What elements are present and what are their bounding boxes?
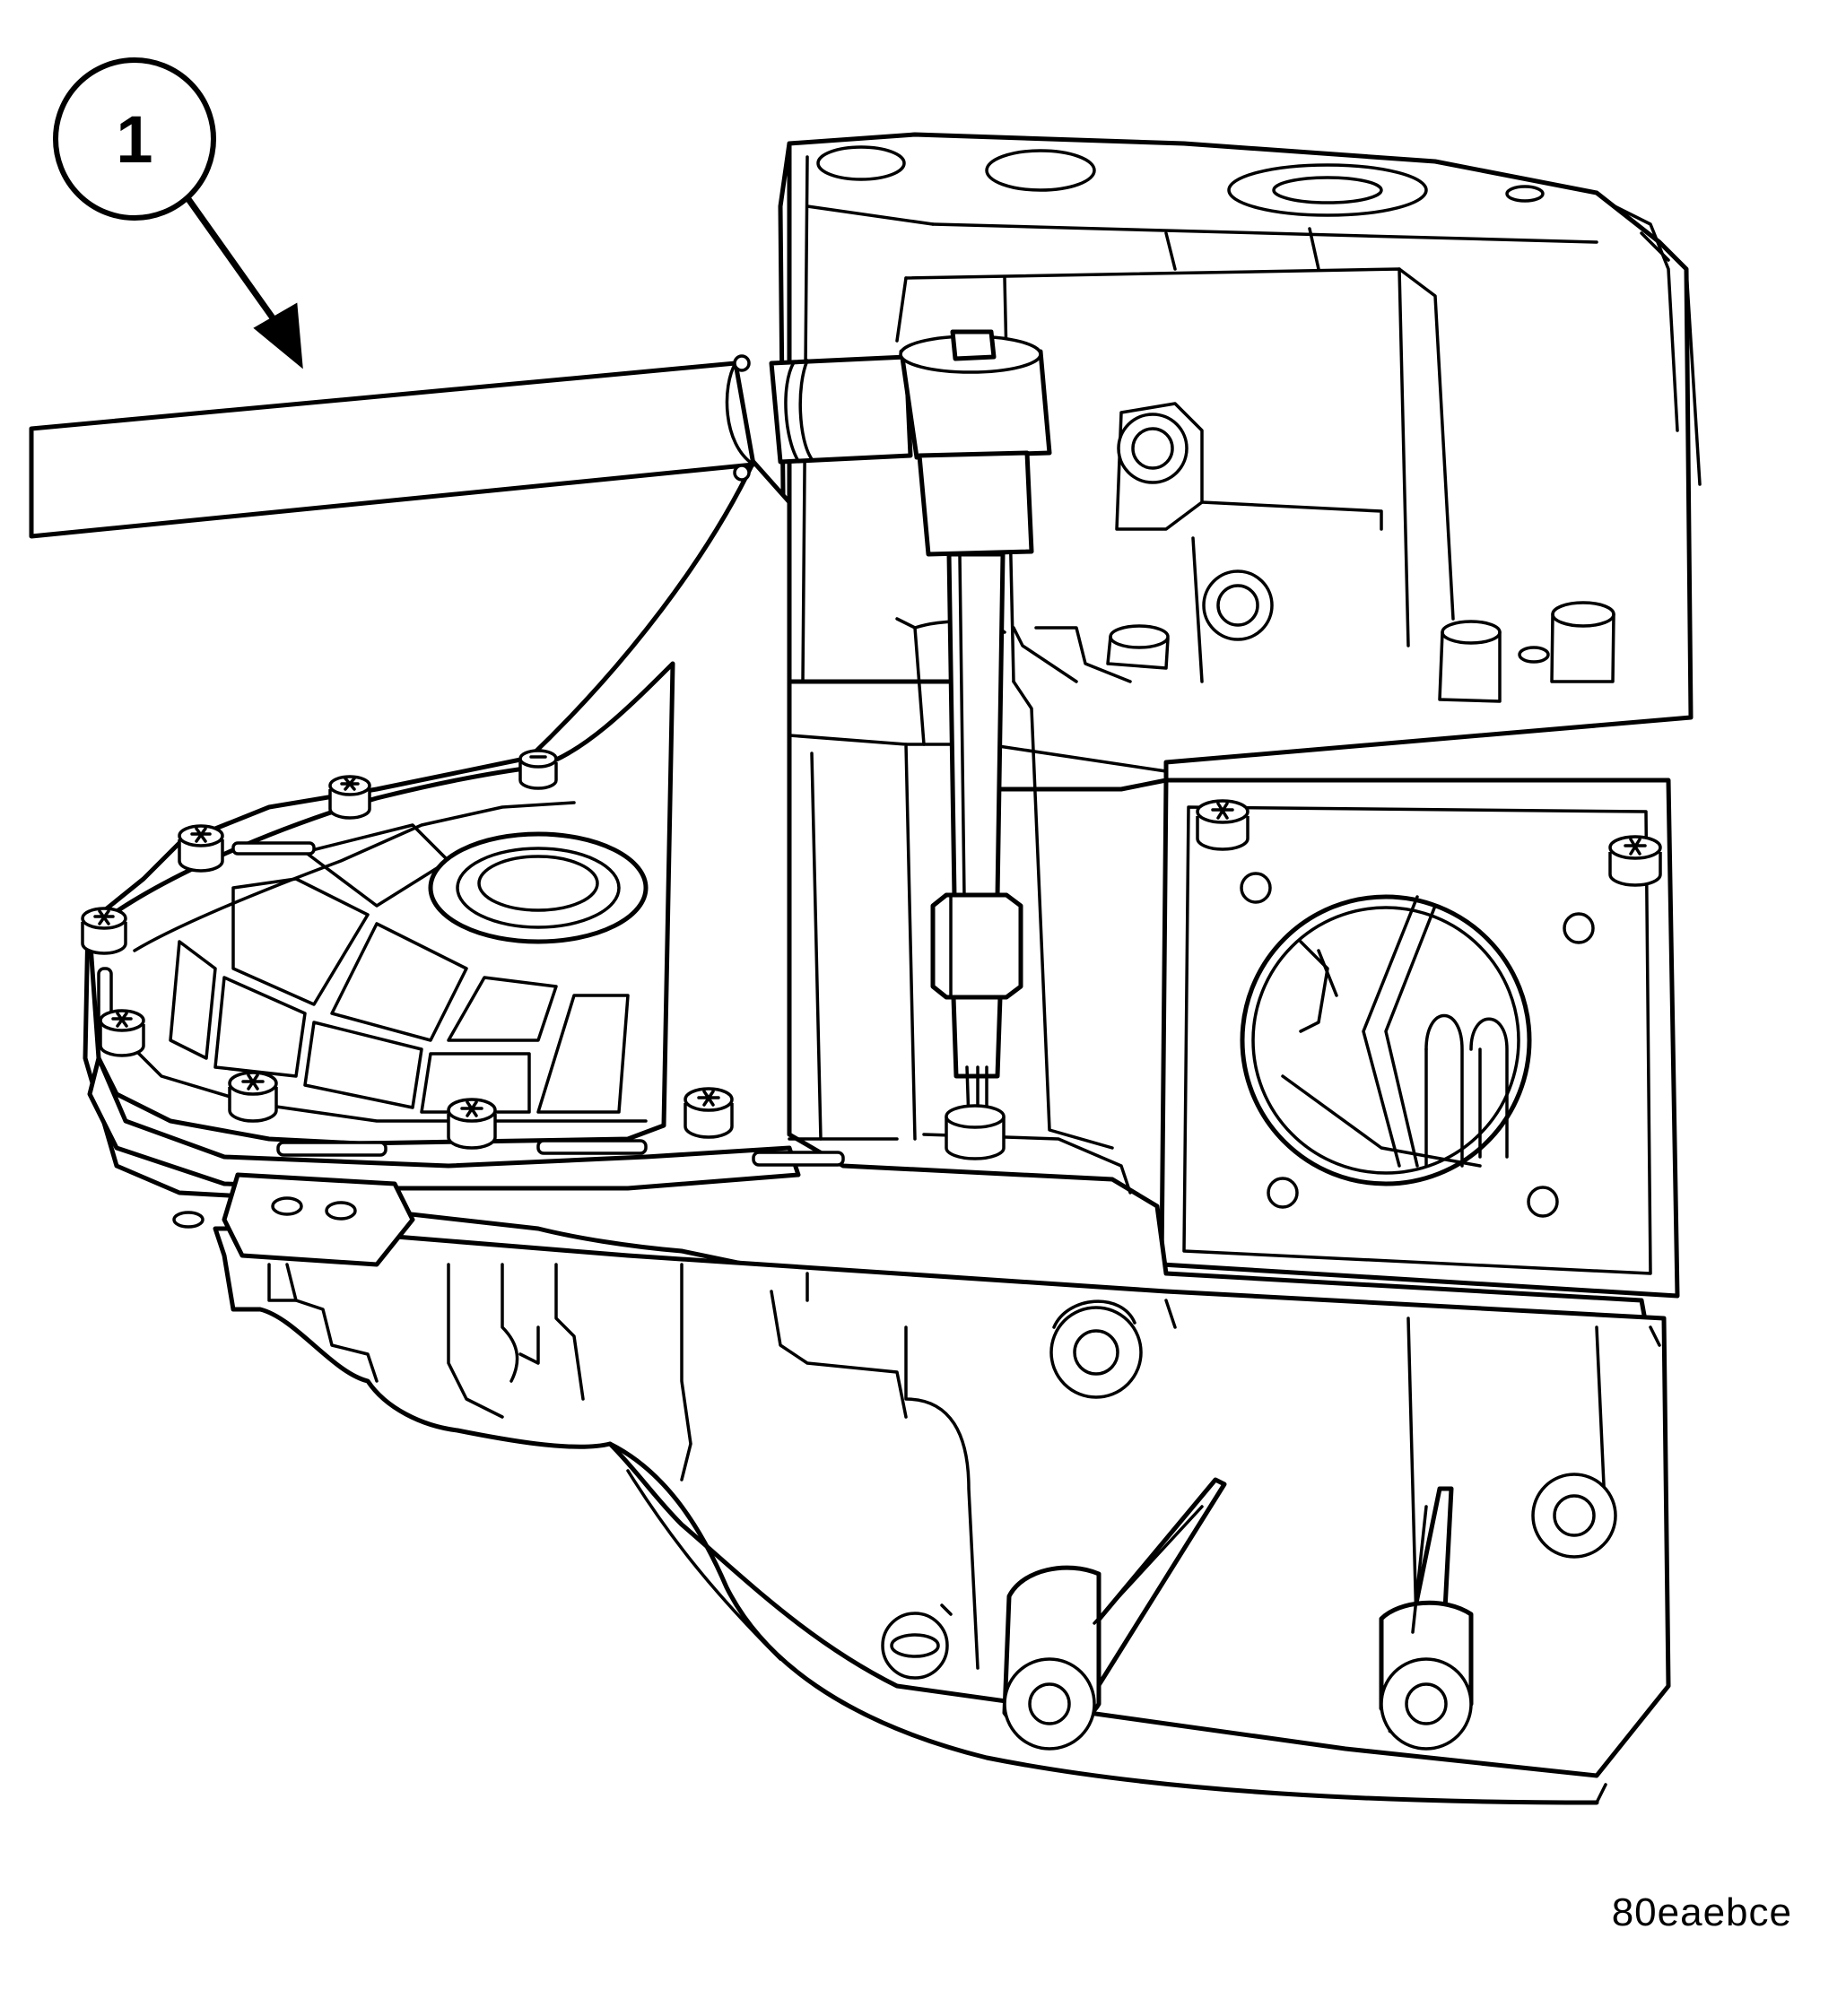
leader-line [185, 196, 286, 335]
figure-id: 80eaebce [1611, 1890, 1792, 1934]
transaxle-lower-case [213, 1226, 1671, 1805]
callout-label: 1 [116, 102, 152, 177]
right-flange [1159, 778, 1680, 1299]
transaxle-rear-case [778, 132, 1702, 792]
callout-1: 1 [53, 57, 303, 369]
callout-circle [53, 57, 216, 221]
torque-wrench [29, 329, 1052, 1160]
arrowhead [253, 302, 303, 369]
center-bay [788, 617, 1168, 1195]
front-cover [81, 661, 845, 1302]
